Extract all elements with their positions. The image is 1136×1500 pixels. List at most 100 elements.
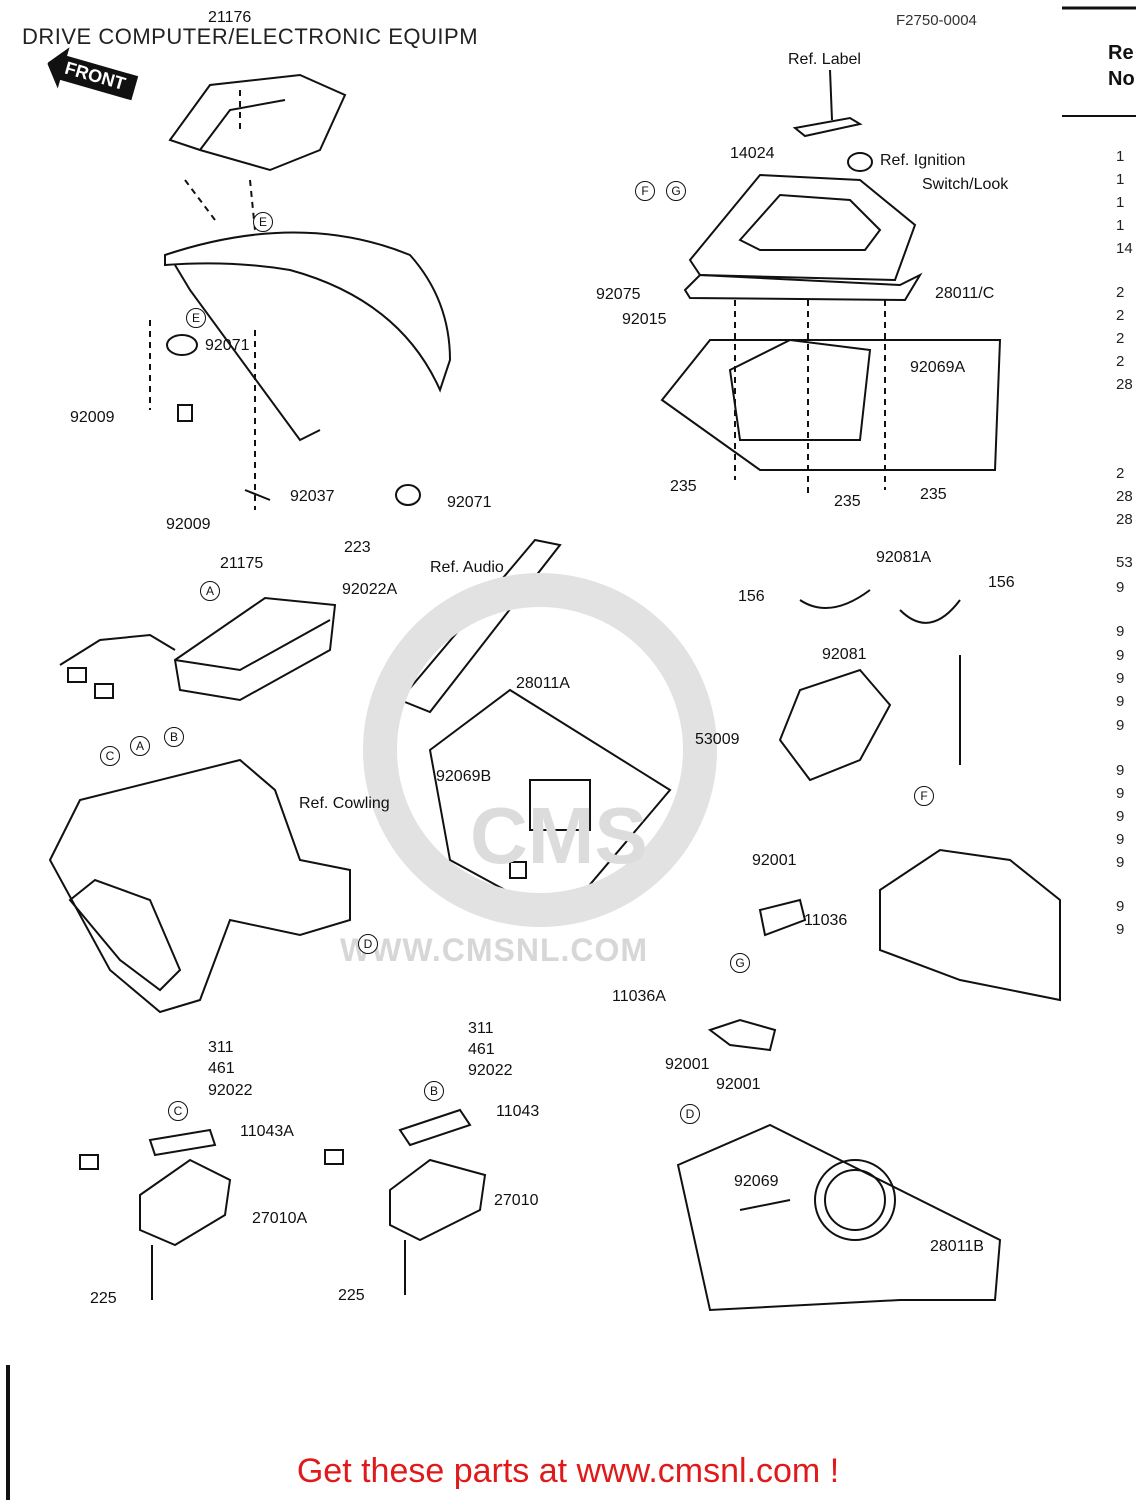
part-label: 311 (208, 1039, 234, 1056)
tank-ref (879, 848, 1061, 1002)
part-label: Switch/Look (922, 176, 1009, 193)
part-list-item: 9 (1116, 647, 1125, 664)
meter-cover-14024 (688, 173, 917, 282)
part-list-item: 2 (1116, 465, 1125, 482)
callout-e: E (253, 212, 273, 232)
callout-b: B (164, 727, 184, 747)
part-list-header-line: Re (1108, 42, 1134, 64)
part-list-item: 9 (1116, 921, 1125, 938)
part-label: 28011B (930, 1238, 984, 1255)
footer-cta-link[interactable]: Get these parts at www.cmsnl.com ! (296, 1452, 840, 1490)
part-label: 311 (468, 1020, 494, 1037)
cover-21176 (168, 73, 347, 172)
part-list-item: 9 (1116, 785, 1125, 802)
part-label: 27010A (252, 1210, 308, 1227)
part-label: 92022 (468, 1062, 513, 1079)
callout-e: E (186, 308, 206, 328)
part-list-item: 9 (1116, 670, 1125, 687)
part-label: 92015 (622, 311, 667, 328)
part-label: 11043A (240, 1123, 294, 1140)
callout-f: F (914, 786, 934, 806)
part-list-item: 9 (1116, 579, 1125, 596)
part-list-item: 1 (1116, 171, 1125, 188)
part-label: 92081 (822, 646, 867, 663)
callout-c: C (100, 746, 120, 766)
part-list-item: 2 (1116, 353, 1125, 370)
part-label: 92009 (70, 409, 115, 426)
callout-d: D (358, 934, 378, 954)
part-list-item: 2 (1116, 284, 1125, 301)
part-label: 92069A (910, 359, 966, 376)
part-label: 28011/C (935, 285, 995, 302)
bracket-53009 (778, 668, 892, 782)
part-label: 92001 (752, 852, 797, 869)
part-list-item: 9 (1116, 831, 1125, 848)
part-list-item: 1 (1116, 194, 1125, 211)
part-label: 235 (920, 486, 947, 503)
part-label: 235 (834, 493, 861, 510)
part-label: 225 (90, 1290, 117, 1307)
part-label: 225 (338, 1287, 365, 1304)
callout-g: G (730, 953, 750, 973)
box-28011B (676, 1123, 1002, 1312)
part-label: 156 (738, 588, 765, 605)
unit-27010 (389, 1158, 487, 1242)
part-label: 92001 (716, 1076, 761, 1093)
cowling-ref (48, 758, 351, 1014)
unit-27010A (139, 1158, 232, 1247)
part-label: 14024 (730, 145, 775, 162)
part-label: 156 (988, 574, 1015, 591)
fender-shape (164, 231, 452, 393)
drawing-code: F2750-0004 (896, 12, 977, 29)
part-list-header: Re No (1108, 40, 1135, 92)
part-label: 21175 (220, 555, 264, 572)
part-label: 11036A (612, 988, 666, 1005)
part-list-item: 28 (1116, 488, 1133, 505)
watermark-url: WWW.CMSNL.COM (340, 932, 649, 968)
front-arrow: FRONT (41, 40, 143, 111)
part-label: 11043 (496, 1103, 540, 1120)
part-list-item: 1 (1116, 217, 1125, 234)
callout-d: D (680, 1104, 700, 1124)
page-title: DRIVE COMPUTER/ELECTRONIC EQUIPM (22, 24, 479, 49)
part-list-item: 9 (1116, 808, 1125, 825)
box-28011C (660, 339, 1002, 471)
part-list-item: 9 (1116, 898, 1125, 915)
part-label: 27010 (494, 1192, 539, 1209)
part-label: 53009 (695, 731, 740, 748)
part-label: 235 (670, 478, 697, 495)
part-label: 11036 (804, 912, 848, 929)
part-label: 28011A (516, 675, 570, 692)
part-label: 461 (468, 1041, 495, 1058)
part-label: 92071 (205, 337, 250, 354)
callout-a: A (200, 581, 220, 601)
part-label: Ref. Cowling (299, 795, 390, 812)
part-list-item: 14 (1116, 240, 1133, 257)
part-label: 461 (208, 1060, 235, 1077)
part-list-item: 2 (1116, 330, 1125, 347)
part-label: 92022A (342, 581, 398, 598)
part-label: 92069 (734, 1173, 779, 1190)
part-list-item: 9 (1116, 762, 1125, 779)
box-28011A (428, 688, 672, 922)
part-label: 92071 (447, 494, 492, 511)
part-label: 92069B (436, 768, 492, 785)
callout-g: G (666, 181, 686, 201)
callout-b: B (424, 1081, 444, 1101)
part-label: 92037 (290, 488, 335, 505)
part-list-item: 9 (1116, 854, 1125, 871)
callout-c: C (168, 1101, 188, 1121)
part-label: 92009 (166, 516, 211, 533)
callout-f: F (635, 181, 655, 201)
part-label: Ref. Label (788, 51, 861, 68)
part-list-item: 1 (1116, 148, 1125, 165)
part-label: 92022 (208, 1082, 253, 1099)
part-list-item: 28 (1116, 376, 1133, 393)
part-label: Ref. Audio (430, 559, 504, 576)
part-list-item: 9 (1116, 623, 1125, 640)
part-list-header-line: No (1108, 68, 1135, 90)
part-label: Ref. Ignition (880, 152, 966, 169)
part-label: 92081A (876, 549, 932, 566)
part-label: 21176 (208, 9, 252, 26)
